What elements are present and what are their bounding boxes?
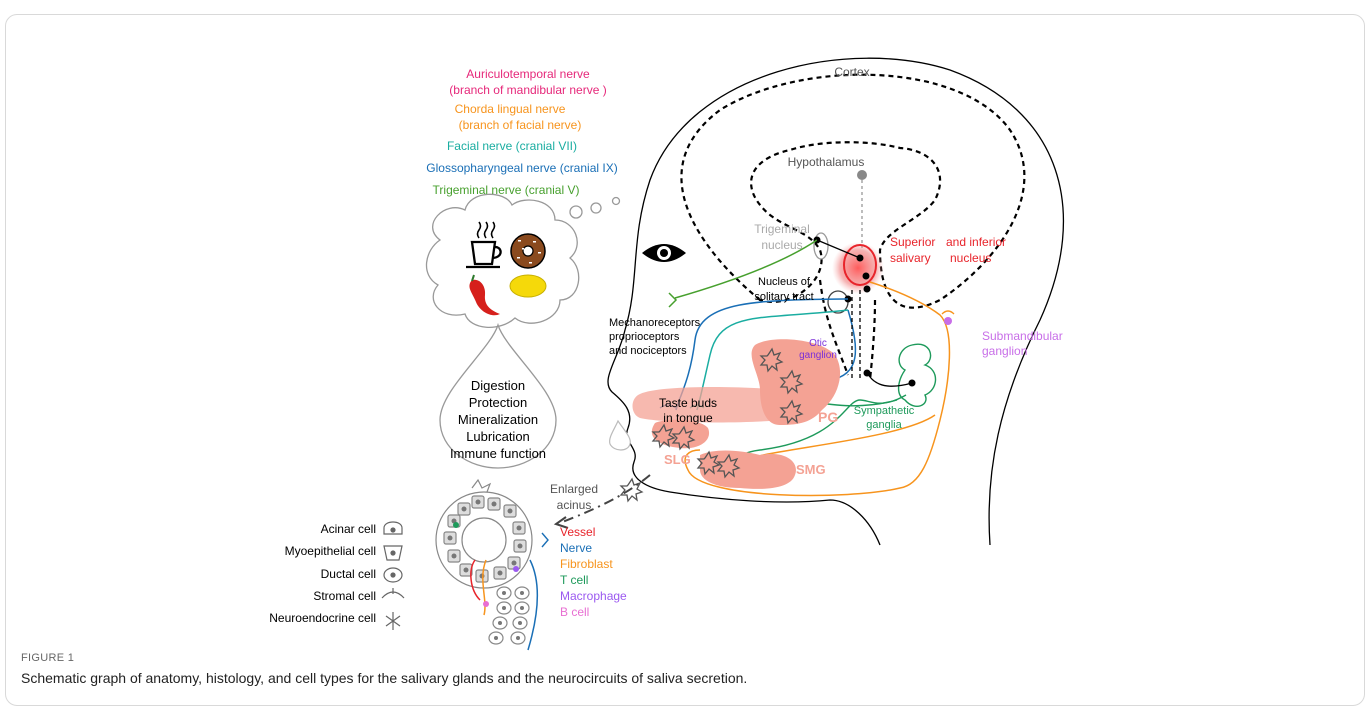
- mechanoreceptors-label-2: proprioceptors: [609, 331, 680, 343]
- hypothalamus-label: Hypothalamus: [788, 155, 865, 169]
- function-digestion: Digestion: [471, 378, 525, 393]
- enlarged-acinus-label-2: acinus: [557, 498, 592, 512]
- salivary-nucleus-label-3: salivary: [890, 251, 931, 265]
- legend-glosso: Glossopharyngeal nerve (cranial IX): [426, 161, 617, 175]
- cell-bcell-label: B cell: [560, 605, 589, 619]
- sympathetic-ganglia-label-2: ganglia: [866, 419, 902, 431]
- legend-facial: Facial nerve (cranial VII): [447, 139, 577, 153]
- pg-label: PG: [818, 409, 838, 425]
- acinus-diagram: [436, 480, 532, 644]
- salivary-nucleus-label-1: Superior: [890, 235, 935, 249]
- legend-auriculotemporal-1: Auriculotemporal nerve: [466, 67, 590, 81]
- solitary-tract-label-1: Nucleus of: [758, 276, 811, 288]
- thought-bubble: [426, 194, 578, 327]
- lemon-icon: [510, 275, 546, 297]
- cortex-label: Cortex: [834, 65, 869, 79]
- trigeminal-nucleus-label-1: Trigeminal: [754, 222, 810, 236]
- figure-caption: Schematic graph of anatomy, histology, a…: [21, 670, 747, 686]
- eye-icon: [642, 244, 686, 262]
- cell-ductal-label: Ductal cell: [321, 567, 376, 581]
- otic-ganglion-label-1: Otic: [809, 338, 827, 349]
- solitary-tract-label-2: solitary tract: [754, 291, 813, 303]
- slg-label: SLG: [664, 452, 691, 467]
- cell-tcell-label: T cell: [560, 573, 588, 587]
- enlarged-acinus-label-1: Enlarged: [550, 482, 598, 496]
- trigeminal-nucleus-label-2: nucleus: [761, 238, 802, 252]
- sympathetic-ganglia-label-1: Sympathetic: [854, 405, 915, 417]
- otic-ganglion-label-2: ganglion: [799, 350, 837, 361]
- cell-type-icons: [382, 522, 404, 630]
- taste-buds-label-1: Taste buds: [659, 396, 717, 410]
- mechanoreceptors-label-1: Mechanoreceptors: [609, 317, 701, 329]
- legend-trigeminal: Trigeminal nerve (cranial V): [433, 183, 580, 197]
- cell-macrophage-label: Macrophage: [560, 589, 627, 603]
- salivary-nucleus-label-4: nucleus: [950, 251, 991, 265]
- legend-chorda-1: Chorda lingual nerve: [455, 102, 566, 116]
- legend-auriculotemporal-2: (branch of mandibular nerve ): [449, 83, 606, 97]
- cell-fibroblast-label: Fibroblast: [560, 557, 613, 571]
- cell-stromal-label: Stromal cell: [313, 589, 376, 603]
- function-protection: Protection: [469, 395, 528, 410]
- donut-icon: [511, 234, 545, 268]
- cell-acinar-label: Acinar cell: [321, 522, 376, 536]
- legend-chorda-2: (branch of facial nerve): [459, 118, 582, 132]
- function-immune: Immune function: [450, 446, 546, 461]
- sympathetic-ganglion-shape: [899, 344, 936, 406]
- hypothalamus-dot: [857, 170, 867, 180]
- cell-nerve-label: Nerve: [560, 541, 592, 555]
- head-outline: [608, 58, 1063, 545]
- salivary-nucleus-label-2: and inferior: [946, 235, 1006, 249]
- figure-label: FIGURE 1: [21, 652, 74, 664]
- function-mineralization: Mineralization: [458, 412, 538, 427]
- cell-neuroendocrine-label: Neuroendocrine cell: [269, 611, 376, 625]
- saliva-drop-icon: [610, 421, 631, 450]
- cell-vessel-label: Vessel: [560, 525, 595, 539]
- cell-myoepithelial-label: Myoepithelial cell: [285, 544, 376, 558]
- submandibular-ganglion-label-1: Submandibular: [982, 329, 1063, 343]
- submandibular-ganglion-label-2: ganglion: [982, 344, 1027, 358]
- function-lubrication: Lubrication: [466, 429, 530, 444]
- taste-buds-label-2: in tongue: [663, 411, 713, 425]
- smg-label: SMG: [796, 462, 826, 477]
- mechanoreceptors-label-3: and nociceptors: [609, 345, 687, 357]
- brainstem-right: [870, 300, 875, 380]
